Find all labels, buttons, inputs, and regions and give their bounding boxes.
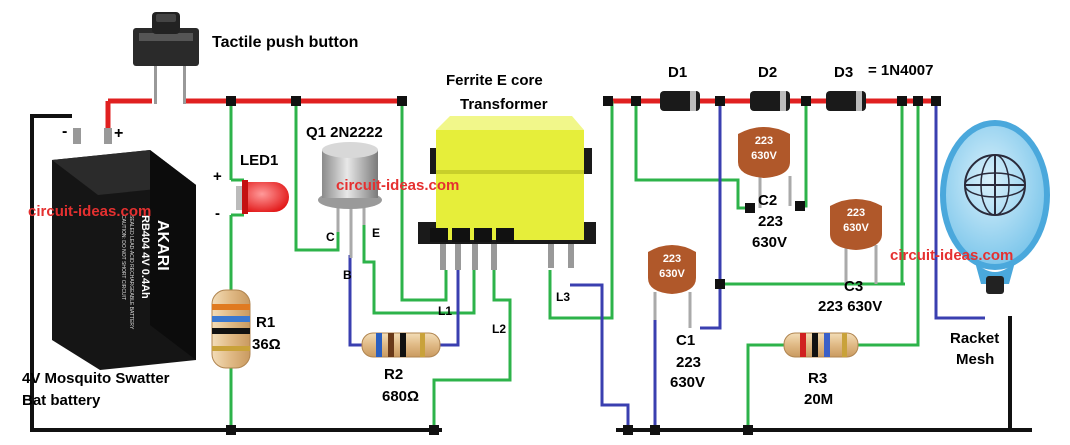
r1-value: 36Ω (252, 336, 281, 353)
r3-value: 20M (804, 391, 834, 408)
capacitor-c3: 223 630V (830, 199, 882, 284)
tactile-button-label: Tactile push button (212, 34, 359, 51)
transformer-label-line1: Ferrite E core (446, 72, 543, 89)
c1-label: C1 (676, 332, 696, 349)
diode-d3 (826, 91, 866, 111)
led-plus-label: + (213, 168, 222, 185)
led-label: LED1 (240, 152, 279, 169)
q1-label: Q1 2N2222 (306, 124, 383, 141)
junction-dots (226, 96, 941, 435)
c1-value-line2: 630V (670, 374, 706, 391)
watermark-right: circuit-ideas.com (890, 247, 1014, 264)
c3-value: 223 630V (818, 298, 883, 315)
q1-emitter-label: E (372, 226, 381, 240)
winding-l3-label: L3 (556, 290, 571, 304)
q1-collector-label: C (326, 230, 335, 244)
diode-d1 (660, 91, 700, 111)
d2-label: D2 (758, 64, 778, 81)
battery-caption-line1: 4V Mosquito Swatter (22, 370, 170, 387)
transistor-q1 (318, 142, 382, 258)
r3-label: R3 (808, 370, 828, 387)
battery-type: SEALED LEAD-ACID RECHARGEABLE BATTERY (128, 215, 134, 330)
battery-caption-line2: Bat battery (22, 392, 101, 409)
c3-label: C3 (844, 278, 864, 295)
diode-type-label: = 1N4007 (868, 62, 934, 79)
c1-cap-volt: 630V (659, 268, 685, 280)
d3-label: D3 (834, 64, 854, 81)
c2-label: C2 (758, 192, 778, 209)
led (231, 178, 289, 217)
c1-value-line1: 223 (676, 354, 702, 371)
winding-l1-label: L1 (438, 304, 453, 318)
watermark-left: circuit-ideas.com (28, 203, 152, 220)
resistor-r3 (783, 332, 859, 358)
capacitor-c2: 223 630V (738, 127, 792, 208)
battery-minus-label: - (62, 123, 68, 140)
c2-value-line1: 223 (758, 213, 784, 230)
racket-label-line1: Racket (950, 330, 1000, 347)
c2-cap-volt: 630V (751, 150, 777, 162)
diode-d2 (750, 91, 790, 111)
blue-wires (348, 101, 985, 430)
tactile-push-button (133, 12, 199, 104)
q1-base-label: B (343, 268, 352, 282)
battery-plus-label: + (114, 125, 124, 142)
battery-brand: AKARI (154, 220, 171, 271)
r1-label: R1 (256, 314, 276, 331)
resistor-r1 (211, 289, 251, 369)
c2-cap-code: 223 (755, 135, 773, 147)
battery-caution: CAUTION: DO NOT SHORT CIRCUIT (120, 215, 126, 300)
green-wires (229, 101, 920, 430)
c2-value-line2: 630V (752, 234, 788, 251)
led-minus-label: - (215, 205, 220, 222)
racket-label-line2: Mesh (956, 351, 995, 368)
c1-cap-code: 223 (663, 253, 681, 265)
racket-mesh (940, 120, 1050, 294)
transformer-label-line2: Transformer (460, 96, 548, 113)
r2-value: 680Ω (382, 388, 420, 405)
watermark-center: circuit-ideas.com (336, 177, 460, 194)
ferrite-transformer (418, 116, 596, 270)
c3-cap-volt: 630V (843, 222, 869, 234)
battery-model: RB404 4V 0.4Ah (139, 215, 151, 299)
d1-label: D1 (668, 64, 688, 81)
capacitor-c1: 223 630V (648, 245, 696, 328)
winding-l2-label: L2 (492, 322, 507, 336)
c3-cap-code: 223 (847, 207, 865, 219)
resistor-r2 (361, 332, 441, 358)
battery: AKARI RB404 4V 0.4Ah SEALED LEAD-ACID RE… (52, 128, 196, 370)
r2-label: R2 (384, 366, 404, 383)
